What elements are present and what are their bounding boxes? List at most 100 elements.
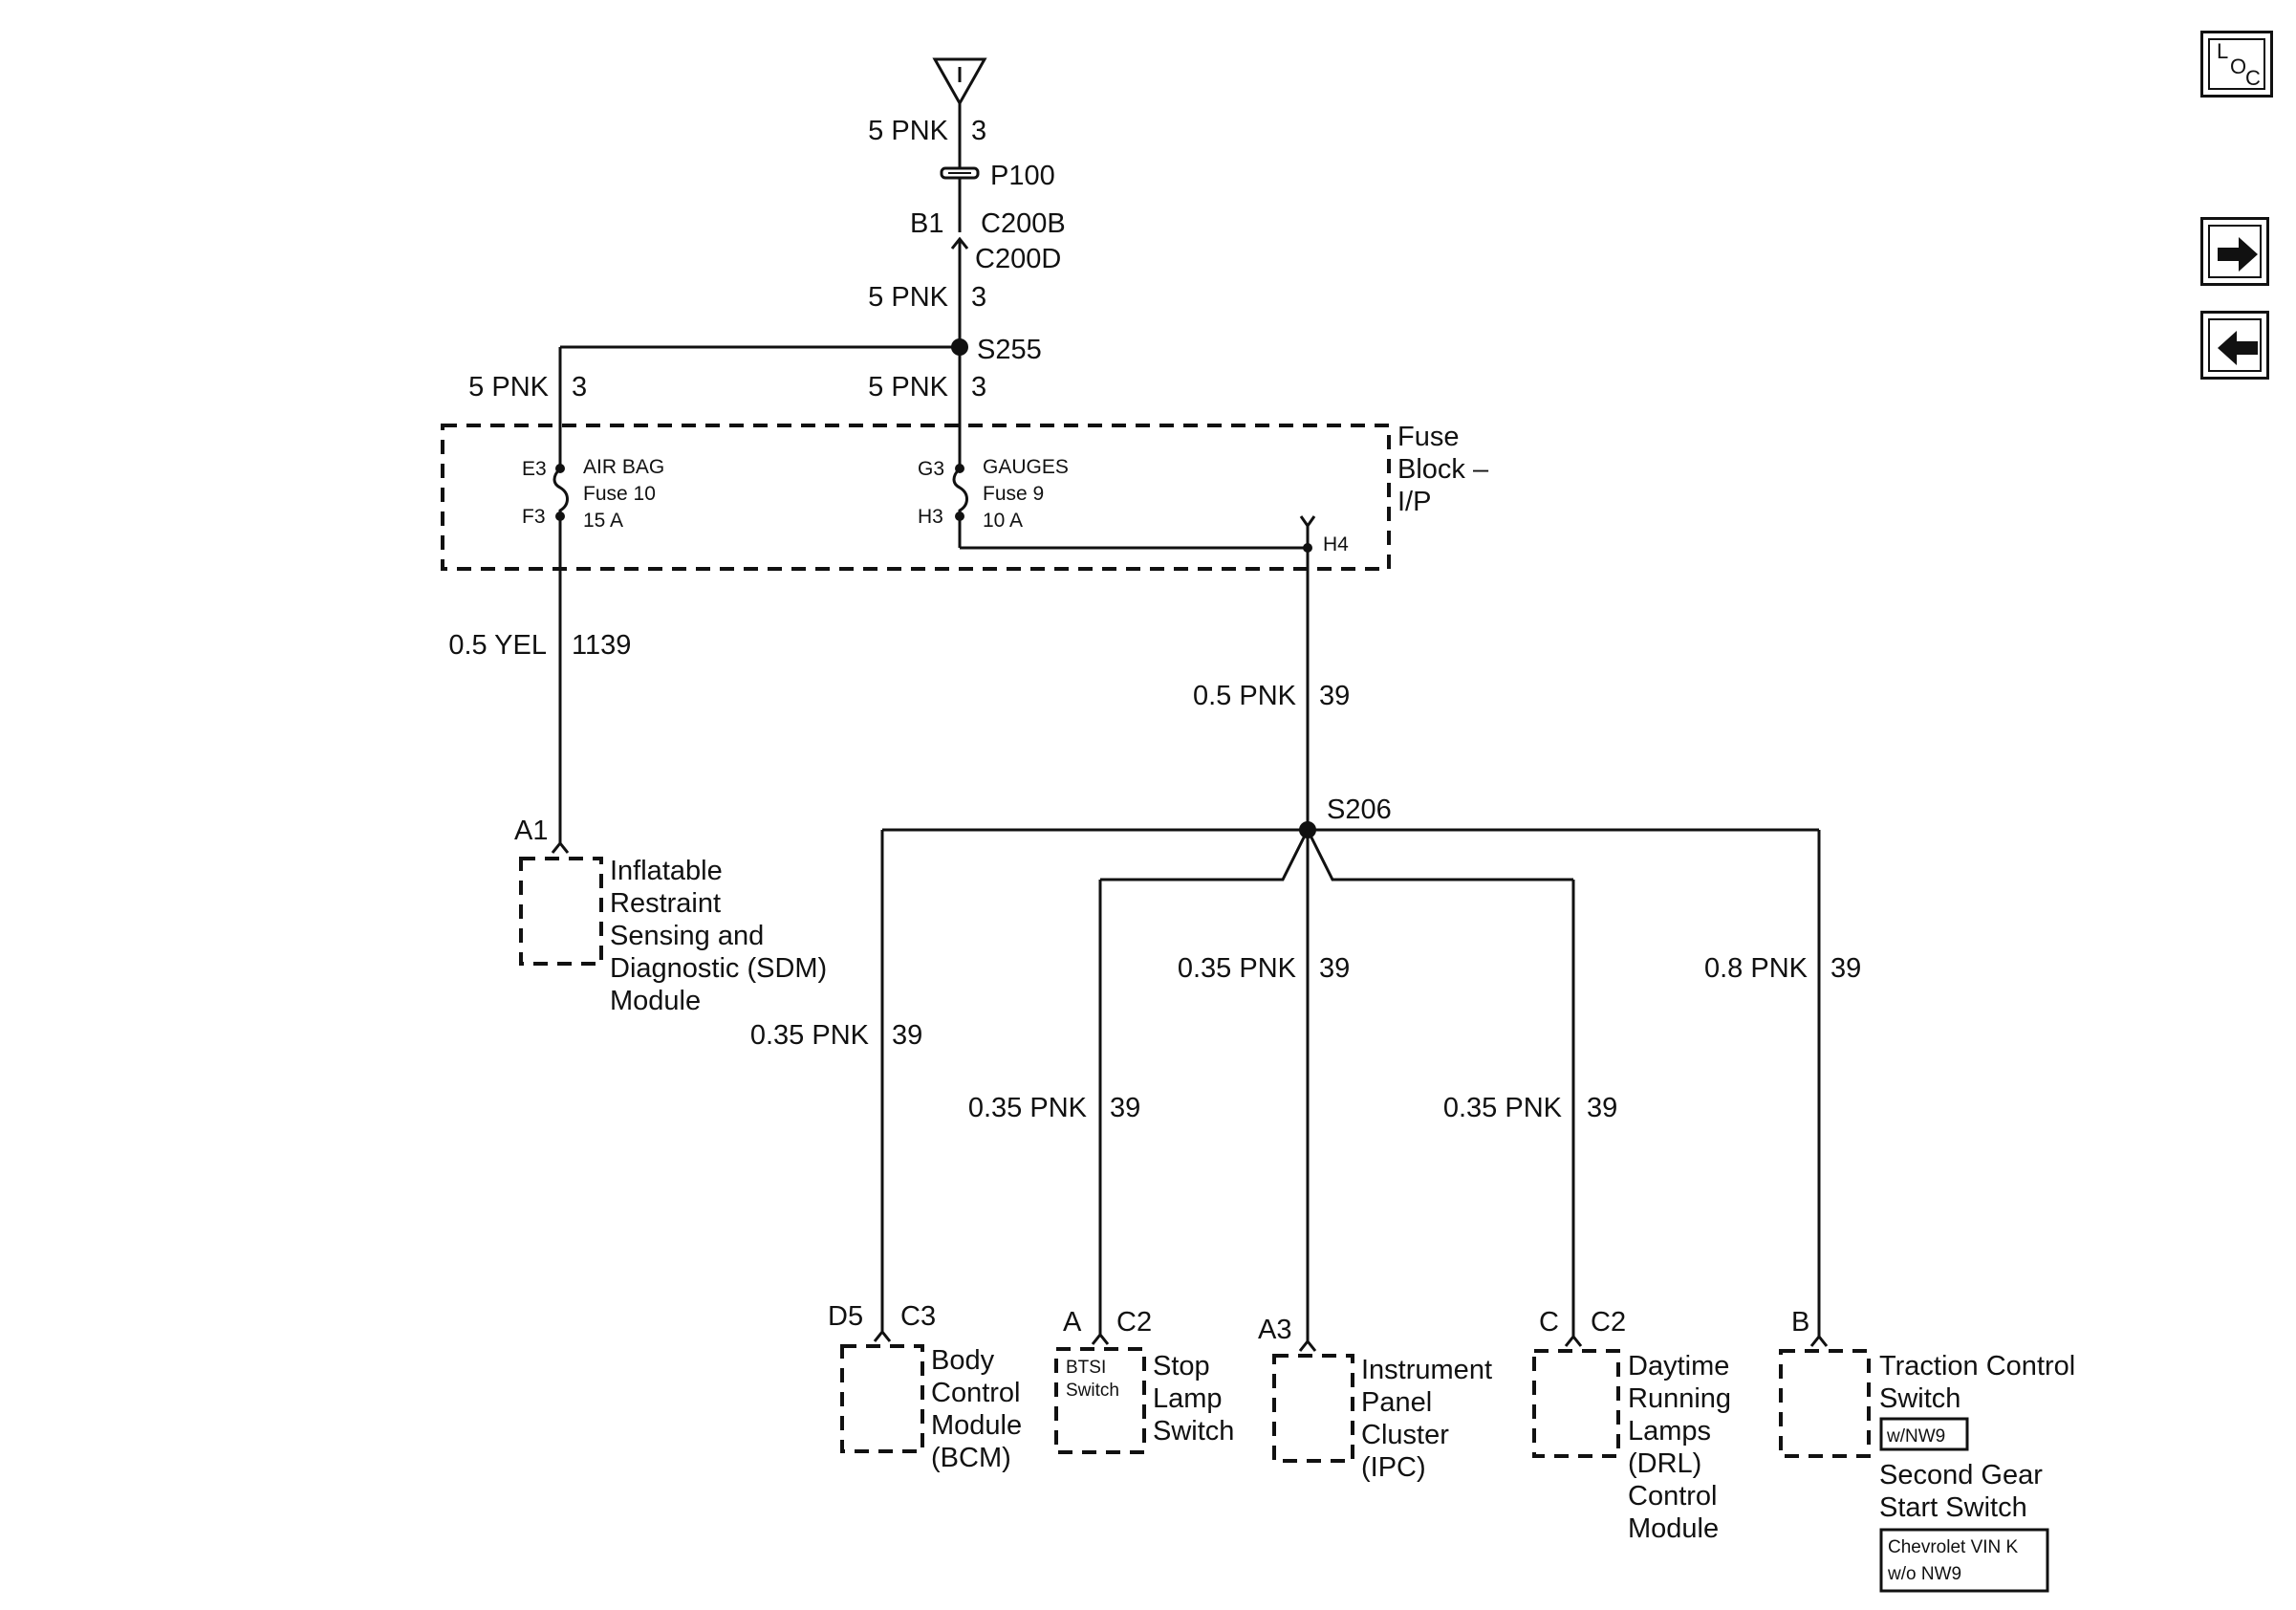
s255-label: S255 bbox=[977, 335, 1042, 365]
wire-s206-to-stop bbox=[1100, 829, 1310, 881]
wire-gauge-label: 0.35 PNK bbox=[968, 1093, 1088, 1123]
h4-connector-symbol bbox=[1299, 515, 1316, 529]
wire-gauge-label: 5 PNK bbox=[868, 372, 948, 402]
wire-gauge-label: 0.8 PNK bbox=[1704, 953, 1809, 984]
ipc-module-label: (IPC) bbox=[1361, 1452, 1426, 1483]
wire-circuit-label: 39 bbox=[1830, 953, 1861, 984]
btsi-switch-label: BTSI bbox=[1066, 1358, 1106, 1378]
wire-circuit-label: 3 bbox=[971, 372, 986, 402]
option-badge-text: w/o NW9 bbox=[1887, 1564, 1961, 1584]
option-badge-text: Chevrolet VIN K bbox=[1888, 1537, 2019, 1557]
wire-circuit-label: 3 bbox=[971, 116, 986, 146]
gauges-fuse-name: GAUGES bbox=[983, 456, 1069, 478]
h4-pin-label: H4 bbox=[1323, 533, 1349, 555]
loc-letter: C bbox=[2245, 66, 2261, 90]
wire-circuit-label: 3 bbox=[572, 372, 587, 402]
tcs-switch-outline bbox=[1779, 1349, 1871, 1458]
airbag-fuse-symbol bbox=[552, 467, 569, 516]
btsi-switch-label: Switch bbox=[1066, 1381, 1119, 1401]
gauges-fuse-rating: 10 A bbox=[983, 510, 1023, 532]
ipc-pin-label: A3 bbox=[1258, 1315, 1291, 1345]
tcs-switch-label: Second Gear bbox=[1879, 1460, 2043, 1490]
fuse-block-label: Block – bbox=[1397, 454, 1489, 485]
p100-label: P100 bbox=[990, 161, 1055, 191]
drl-module-label: Control bbox=[1628, 1481, 1718, 1512]
wire-s206-to-drl bbox=[1306, 829, 1573, 881]
wire-circuit-label: 3 bbox=[971, 282, 986, 313]
wire-gauge-label: 0.35 PNK bbox=[1178, 953, 1297, 984]
drl-module-label: Running bbox=[1628, 1383, 1731, 1414]
wire-circuit-label: 39 bbox=[892, 1020, 922, 1051]
stop-switch-label: Lamp bbox=[1153, 1383, 1223, 1414]
stop-switch-connector-symbol bbox=[1091, 1332, 1110, 1345]
bcm-module-label: Body bbox=[931, 1345, 995, 1376]
loc-letter: L bbox=[2217, 39, 2229, 63]
wire-gauge-label: 5 PNK bbox=[468, 372, 549, 402]
drl-pin-label: C bbox=[1539, 1307, 1559, 1338]
tcs-connector-symbol bbox=[1809, 1334, 1829, 1347]
wire-circuit-label: 39 bbox=[1319, 953, 1350, 984]
fuse-pin-label: H3 bbox=[918, 506, 943, 528]
stop-switch-pin-label: A bbox=[1063, 1307, 1082, 1338]
previous-page-button[interactable] bbox=[2200, 311, 2269, 380]
sdm-module-label: Module bbox=[610, 986, 701, 1016]
ipc-module-label: Instrument bbox=[1361, 1355, 1492, 1385]
fuse-pin-label: F3 bbox=[522, 506, 546, 528]
airbag-fuse-rating: 15 A bbox=[583, 510, 623, 532]
bcm-pin-label: D5 bbox=[828, 1301, 863, 1332]
drl-connector-symbol bbox=[1564, 1334, 1583, 1347]
tcs-switch-label: Switch bbox=[1879, 1383, 1960, 1414]
fuse-pin-label: G3 bbox=[918, 458, 944, 480]
stop-switch-label: Switch bbox=[1153, 1416, 1234, 1447]
next-page-button[interactable] bbox=[2200, 217, 2269, 286]
drl-connector-label: C2 bbox=[1591, 1307, 1626, 1338]
ipc-connector-symbol bbox=[1298, 1338, 1317, 1352]
wire-gauge-label: 0.5 PNK bbox=[1193, 681, 1297, 711]
bcm-module-label: (BCM) bbox=[931, 1443, 1011, 1473]
bcm-connector-label: C3 bbox=[900, 1301, 936, 1332]
loc-letter: O bbox=[2230, 54, 2247, 78]
sdm-connector-symbol bbox=[551, 840, 570, 854]
arrow-left-icon bbox=[2218, 331, 2258, 365]
ignition-source-symbol bbox=[932, 57, 987, 107]
airbag-fuse-name: AIR BAG bbox=[583, 456, 664, 478]
p100-pass-through-connector bbox=[940, 166, 980, 180]
c200b-label: C200B bbox=[981, 208, 1066, 239]
sdm-module-label: Sensing and bbox=[610, 921, 764, 951]
ipc-module-outline bbox=[1272, 1354, 1354, 1463]
bcm-module-label: Module bbox=[931, 1410, 1022, 1441]
drl-module-label: Daytime bbox=[1628, 1351, 1729, 1382]
drl-module-label: (DRL) bbox=[1628, 1448, 1701, 1479]
bcm-module-outline bbox=[840, 1344, 924, 1453]
tcs-switch-label: Traction Control bbox=[1879, 1351, 2075, 1382]
fuse-block-label: Fuse bbox=[1397, 422, 1459, 452]
stop-switch-connector-label: C2 bbox=[1116, 1307, 1152, 1338]
fuse-pin-label: E3 bbox=[522, 458, 547, 480]
ipc-module-label: Cluster bbox=[1361, 1420, 1449, 1450]
sdm-module-outline bbox=[519, 857, 603, 966]
wire-circuit-label: 39 bbox=[1587, 1093, 1617, 1123]
connector-pin-label: B1 bbox=[910, 208, 943, 239]
arrow-right-icon bbox=[2218, 237, 2258, 272]
option-badge bbox=[1879, 1528, 2049, 1593]
wire-gauge-label: 5 PNK bbox=[868, 116, 948, 146]
airbag-fuse-number: Fuse 10 bbox=[583, 483, 656, 505]
bcm-connector-symbol bbox=[873, 1329, 892, 1342]
loc-button[interactable]: L O C bbox=[2200, 31, 2273, 98]
sdm-pin-label: A1 bbox=[514, 816, 548, 846]
wire-gauge-label: 0.5 YEL bbox=[448, 630, 547, 661]
tcs-pin-label: B bbox=[1791, 1307, 1809, 1338]
gauges-fuse-symbol bbox=[952, 467, 968, 516]
gauges-fuse-number: Fuse 9 bbox=[983, 483, 1044, 505]
wire-gauge-label: 5 PNK bbox=[868, 282, 948, 313]
drl-module-outline bbox=[1532, 1349, 1620, 1458]
wire-circuit-label: 39 bbox=[1319, 681, 1350, 711]
fuse-block-outline bbox=[441, 424, 1391, 571]
wire-circuit-label: 1139 bbox=[572, 630, 631, 661]
drl-module-label: Module bbox=[1628, 1513, 1719, 1544]
option-badge-text: w/NW9 bbox=[1886, 1426, 1945, 1447]
sdm-module-label: Restraint bbox=[610, 888, 721, 919]
drl-module-label: Lamps bbox=[1628, 1416, 1711, 1447]
c200d-label: C200D bbox=[975, 244, 1061, 274]
